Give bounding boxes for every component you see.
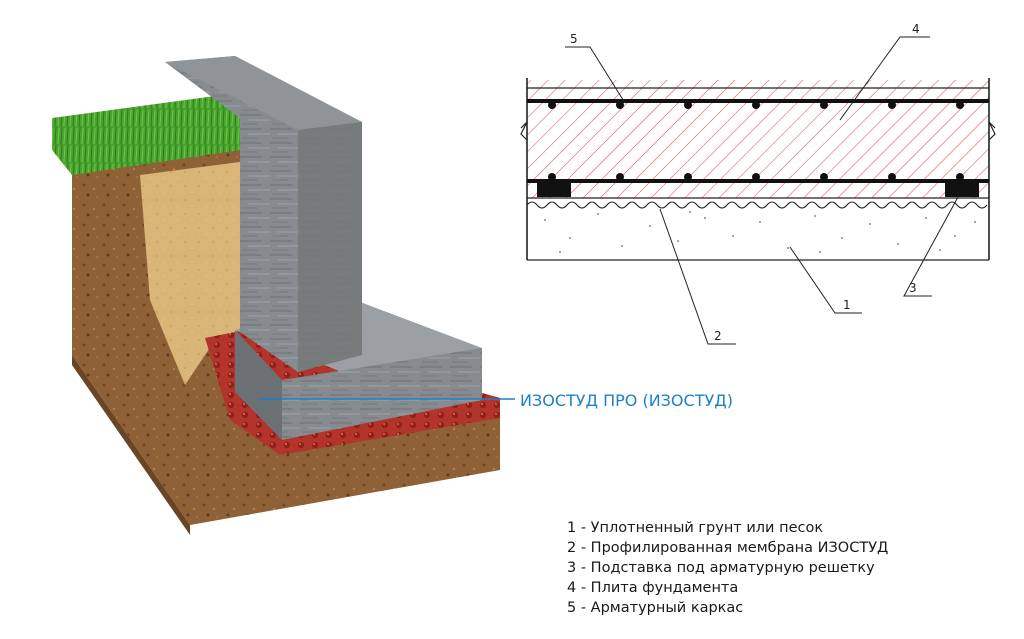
product-label: ИЗОСТУД ПРО (ИЗОСТУД)	[520, 391, 733, 410]
wall-front	[298, 122, 362, 372]
callout-2: 2	[714, 329, 722, 343]
legend-list: 1 - Уплотненный грунт или песок 2 - Проф…	[567, 518, 888, 618]
rebar-dots	[548, 101, 964, 181]
rebar-chair-left	[537, 183, 571, 197]
membrane-profile	[526, 201, 988, 209]
foundation-illustration	[52, 56, 500, 535]
slab-front	[282, 348, 482, 440]
wall-top	[165, 56, 362, 130]
sand-backfill	[140, 162, 240, 385]
callout-leaders	[565, 36, 959, 345]
rebar-chair-right	[945, 183, 979, 197]
legend-item-2: 2 - Профилированная мембрана ИЗОСТУД	[567, 540, 889, 556]
callout-3: 3	[909, 281, 917, 295]
legend-item-4: 4 - Плита фундамента	[567, 580, 739, 596]
base-layer	[527, 200, 989, 260]
grass	[52, 96, 240, 175]
section-drawing	[520, 78, 996, 261]
legend-item-5: 5 - Арматурный каркас	[567, 600, 744, 616]
callout-1: 1	[843, 298, 851, 312]
callout-4: 4	[912, 22, 920, 36]
slab-side	[235, 330, 282, 440]
legend-item-3: 3 - Подставка под арматурную решетку	[567, 560, 875, 576]
callout-5: 5	[570, 32, 578, 46]
legend-item-1: 1 - Уплотненный грунт или песок	[567, 520, 824, 536]
base-aggregate	[544, 211, 976, 253]
soil-edge	[72, 355, 190, 535]
